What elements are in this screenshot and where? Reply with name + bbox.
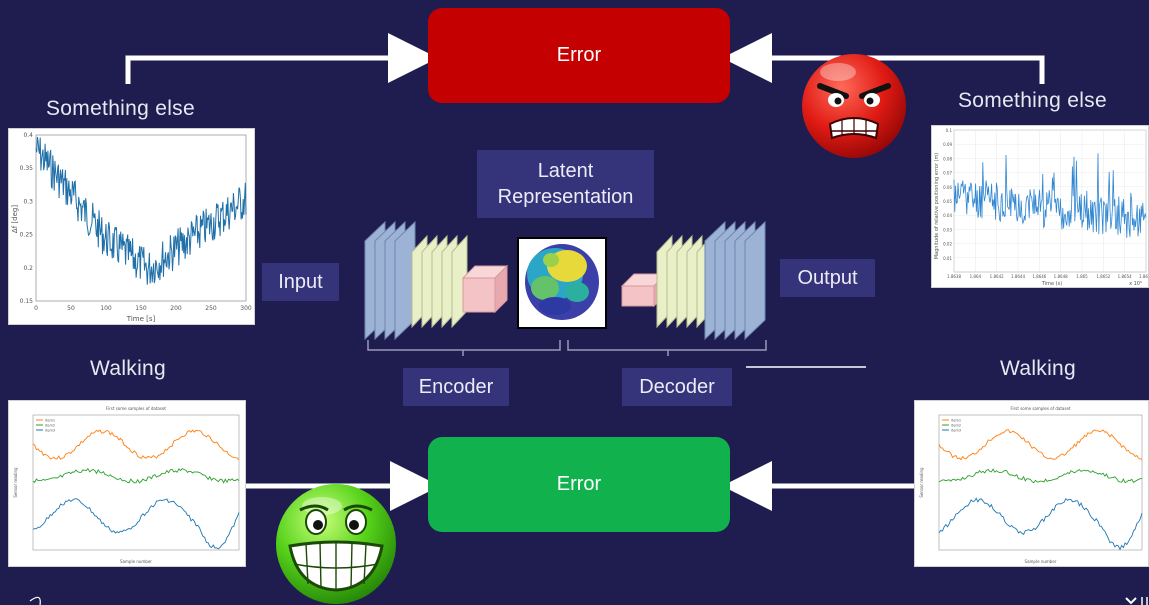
plot-left-top-xtick: 200 xyxy=(170,305,182,312)
plot-right-top-xtick: 1.8646 xyxy=(1032,274,1046,279)
plot-left-top-ytick: 0.3 xyxy=(23,198,33,205)
plot-right-top-ytick: 0.05 xyxy=(943,199,952,204)
decoder-yellow-layers xyxy=(656,234,713,329)
plot-left-top-xtick: 300 xyxy=(240,305,252,312)
plot-left-top-ytick: 0.4 xyxy=(23,132,33,139)
plot-right-top-ytick: 0.07 xyxy=(943,171,952,176)
plot-walking-series xyxy=(938,497,1143,551)
plot-walking-legend-entry: item3 xyxy=(45,429,55,433)
decoder-blue-layers xyxy=(704,220,766,341)
error-box-bottom: Error xyxy=(428,437,730,532)
encoder-yellow-layers xyxy=(411,234,468,329)
encoder-bottleneck xyxy=(461,264,509,314)
plot-walking-series xyxy=(32,429,240,461)
something-else-left-label: Something else xyxy=(46,97,195,120)
plot-right-top-xlabel: Time (s) xyxy=(1041,281,1062,287)
plot-right-top-ytick: 0.04 xyxy=(943,213,952,218)
plot-walking-series xyxy=(938,468,1143,484)
plot-right-top-xtick: 1.8638 xyxy=(947,274,961,279)
plot-right-top-grid xyxy=(953,129,1147,272)
corner-mark-right xyxy=(1125,597,1137,605)
input-label: Input xyxy=(262,263,339,301)
plot-walking-xlabel: Sample number xyxy=(1025,559,1057,564)
latent-scatter-image xyxy=(517,237,607,329)
plot-left-top-xtick: 250 xyxy=(205,305,217,312)
plot-right-top-xexp: x 10⁵ xyxy=(1129,281,1142,287)
plot-right-top-xtick: 1.8652 xyxy=(1096,274,1110,279)
plot-right-top-xtick: 1.865 xyxy=(1076,274,1088,279)
error-top-label: Error xyxy=(556,44,602,66)
error-bottom-label: Error xyxy=(556,473,602,495)
encoder-label: Encoder xyxy=(403,368,509,406)
plot-right-top-series xyxy=(953,153,1147,238)
plot-walking-ylabel: Sensor reading xyxy=(13,467,18,498)
plot-right-top-xtick: 1.8656 xyxy=(1139,274,1148,279)
plot-right-top-ytick: 0.01 xyxy=(943,256,952,261)
plot-left-top-xtick: 150 xyxy=(135,305,147,312)
plot-left-top-xtick: 0 xyxy=(34,305,38,312)
plot-right-top-xtick: 1.864 xyxy=(970,274,982,279)
plot-left-top-xticks: 0 50 100 150 200 250 300 xyxy=(34,305,252,312)
plot-walking-ylabel: Sensor reading xyxy=(919,467,924,498)
autoencoder-diagram xyxy=(364,220,766,341)
decoder-label: Decoder xyxy=(622,368,732,406)
plot-left-top-ytick: 0.2 xyxy=(23,265,33,272)
encoder-brace xyxy=(367,340,561,356)
plot-walking-series xyxy=(32,498,240,550)
plot-left-top-svg: 0.4 0.35 0.3 0.25 0.2 0.15 0 50 100 150 200 250 300… xyxy=(11,132,252,323)
plot-walking-legend-entry: item1 xyxy=(45,419,55,423)
grinning-face-icon xyxy=(276,484,396,604)
plot-left-top-ytick: 0.35 xyxy=(20,165,34,172)
plot-left-top-xlabel: Time [s] xyxy=(126,315,156,323)
plot-right-top-ytick: 0.08 xyxy=(943,156,952,161)
left-top-arrow xyxy=(125,33,438,84)
plot-right-top-ytick: 0.02 xyxy=(943,242,952,247)
plot-walking-legend-entry: item1 xyxy=(951,419,961,423)
plot-left-top-ylabel: Δf [deg] xyxy=(11,205,19,233)
plot-right-top-ytick: 0.06 xyxy=(943,185,952,190)
plot-walking-legend-entry: item2 xyxy=(45,424,55,428)
walking-left-label: Walking xyxy=(90,357,167,380)
walking-right-label: Walking xyxy=(1000,357,1077,380)
corner-mark-left xyxy=(29,596,41,605)
plot-right-top-xtick: 1.8642 xyxy=(990,274,1004,279)
plot-left-top-yticks: 0.4 0.35 0.3 0.25 0.2 0.15 xyxy=(20,132,34,305)
output-label: Output xyxy=(780,259,875,297)
plot-walking-series xyxy=(938,429,1143,461)
plot-left-top-ytick: 0.15 xyxy=(20,298,34,305)
plot-walking-legend-entry: item3 xyxy=(951,429,961,433)
plot-right-top-xtick: 1.8654 xyxy=(1118,274,1132,279)
plot-something-else-left: 0.4 0.35 0.3 0.25 0.2 0.15 0 50 100 150 200 250 300… xyxy=(8,128,255,325)
plot-right-top-xtick: 1.8648 xyxy=(1054,274,1068,279)
plot-right-top-ytick: 0.03 xyxy=(943,227,952,232)
plot-left-top-ytick: 0.25 xyxy=(20,232,34,239)
decoder-brace xyxy=(567,340,767,356)
plot-left-top-series xyxy=(35,136,247,285)
plot-right-top-ylabel: Magnitude of relative positioning error … xyxy=(934,153,940,260)
plot-walking-series xyxy=(32,467,240,484)
plot-right-top-svg: 0.10.090.080.070.060.050.040.030.020.01 … xyxy=(934,128,1148,287)
something-else-right-label: Something else xyxy=(958,89,1107,112)
plot-walking-title: First some samples of dataset xyxy=(106,406,166,411)
plot-walking-xlabel: Sample number xyxy=(120,559,152,564)
plot-right-top-yticks: 0.1 0.09 0.08 0.07 0.06 0.05 0.04 0.03 0.02 0.01 xyxy=(943,128,952,261)
plot-walking-title: First some samples of dataset xyxy=(1011,406,1071,411)
encoder-blue-layers xyxy=(364,220,416,341)
plot-right-top-xticks: 1.8638 1.864 1.8642 1.8644 1.8646 1.8648 1.865… xyxy=(947,274,1148,279)
latent-representation-label: Latent Representation xyxy=(477,150,654,218)
plot-right-top-ytick: 0.09 xyxy=(943,142,952,147)
plot-right-top-xtick: 1.8644 xyxy=(1011,274,1025,279)
plot-right-top-ytick: 0.1 xyxy=(946,128,953,133)
error-box-top: Error xyxy=(428,8,730,103)
plot-left-top-xtick: 50 xyxy=(67,305,75,312)
angry-face-icon xyxy=(802,54,906,158)
plot-walking-legend-entry: item2 xyxy=(951,424,961,428)
plot-left-top-xtick: 100 xyxy=(100,305,112,312)
